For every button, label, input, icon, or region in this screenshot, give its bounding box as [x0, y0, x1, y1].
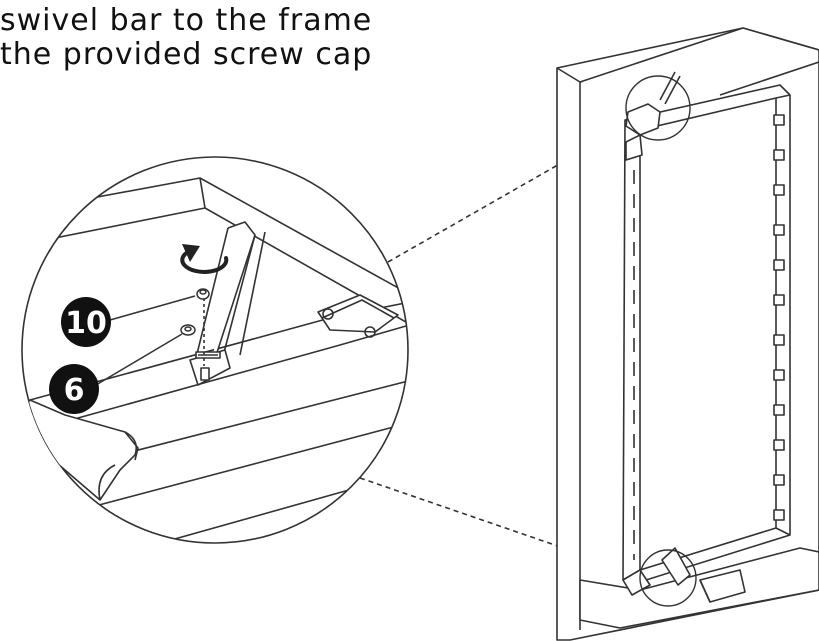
locator-circle-bottom	[639, 549, 697, 607]
instruction-caption: swivel bar to the frame the provided scr…	[0, 4, 372, 72]
bracket-hole-left	[322, 308, 334, 320]
rotate-arrow-icon	[180, 244, 229, 274]
bracket-icon	[317, 294, 399, 333]
screw-cap-icon	[196, 288, 210, 300]
washer-icon	[180, 324, 196, 336]
instruction-line-1: swivel bar to the frame	[0, 3, 373, 38]
callout-10: 10	[61, 297, 111, 347]
callout-6: 6	[49, 364, 99, 414]
callout-10-leader	[109, 295, 196, 321]
zoom-detail: 10 6	[21, 156, 409, 544]
leader-line-top	[387, 117, 641, 263]
instruction-line-2: the provided screw cap	[0, 37, 373, 72]
callout-10-label: 10	[65, 306, 107, 341]
cabinet-frame	[556, 27, 819, 641]
callout-6-leader	[95, 333, 183, 386]
bracket-hole-right	[364, 326, 376, 338]
callout-6-label: 6	[64, 373, 85, 408]
bolt-icon	[200, 367, 210, 381]
leader-line-bottom	[359, 477, 643, 576]
locator-circle-top	[625, 75, 691, 141]
